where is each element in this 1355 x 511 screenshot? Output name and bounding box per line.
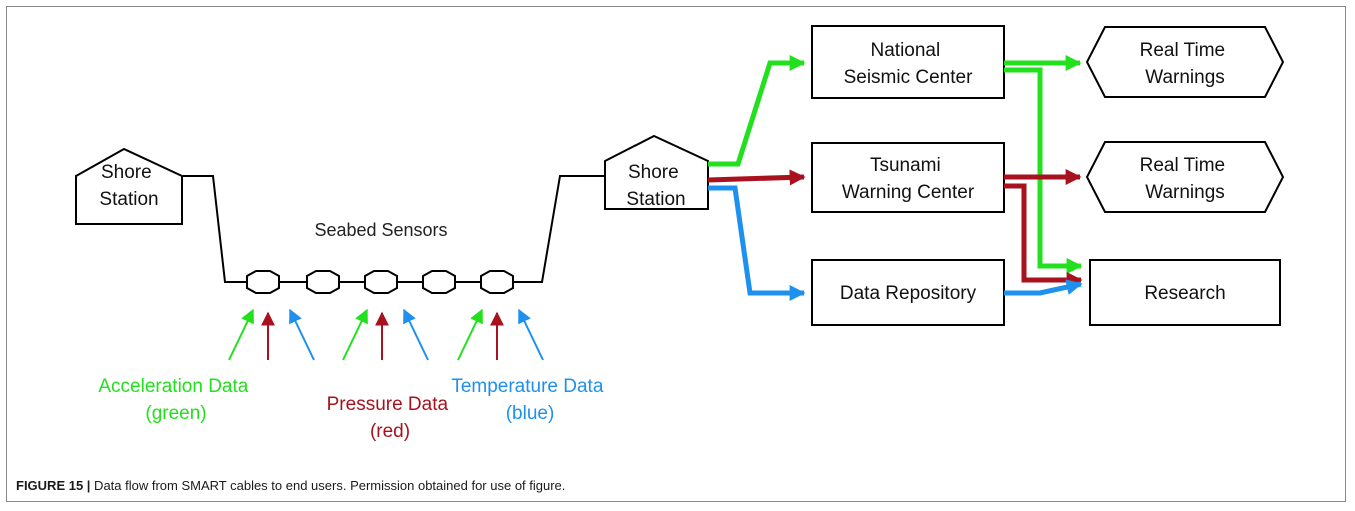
real-time-warnings-1-line1: Real Time [1140, 40, 1226, 61]
flow-shore-to-tsunami [707, 169, 806, 186]
shore-station-right [604, 134, 709, 210]
flow-seismic-to-research [1004, 67, 1083, 275]
legend-acceleration-line1: Acceleration Data [98, 376, 248, 397]
acceleration-arrow [342, 308, 368, 361]
flow-shore-to-seismic [708, 54, 806, 167]
figure-caption-label: FIGURE 15 | [16, 478, 91, 493]
sensor-node [364, 270, 398, 294]
shore-station-left-line1: Shore [101, 162, 152, 183]
temperature-arrow [403, 308, 429, 361]
svg-text:Acceleration Data (green): Acceleration Data (green) [98, 376, 253, 424]
research-box [1089, 259, 1281, 326]
svg-text:Pressure Data (red): Pressure Data (red) [327, 394, 454, 442]
figure-frame [6, 6, 1346, 502]
figure-caption: FIGURE 15 | Data flow from SMART cables … [16, 478, 565, 493]
national-seismic-center-box [811, 25, 1005, 99]
tsunami-warning-center-line2: Warning Center [842, 182, 975, 203]
national-seismic-center-line1: National [871, 40, 941, 61]
sensor-node [480, 270, 514, 294]
sensor-node [246, 270, 280, 294]
legend-pressure-line2: (red) [370, 421, 410, 442]
svg-text:Temperature Data (blue): Temperature Data (blue) [451, 376, 608, 424]
sensor-node [422, 270, 456, 294]
data-repository-label: Data Repository [840, 283, 977, 304]
flow-repository-to-research [1004, 279, 1083, 296]
acceleration-arrow [228, 308, 254, 361]
real-time-warnings-hexagon-1 [1085, 26, 1285, 98]
tsunami-warning-center-line1: Tsunami [870, 155, 941, 176]
legend-pressure-line1: Pressure Data [327, 394, 449, 415]
shore-station-left-line2: Station [99, 189, 158, 210]
flow-tsunami-to-research [1004, 183, 1083, 289]
flow-shore-to-repository [708, 185, 806, 302]
real-time-warnings-2-line1: Real Time [1140, 155, 1226, 176]
real-time-warnings-hexagon-2 [1085, 141, 1285, 213]
sensor-node [306, 270, 340, 294]
real-time-warnings-2-line2: Warnings [1145, 182, 1225, 203]
sensor-input-arrows [228, 308, 544, 361]
sensor-node-group [246, 270, 514, 294]
seabed-sensors-label: Seabed Sensors [314, 220, 447, 240]
flow-arrows [707, 54, 1083, 302]
svg-text:Shore Station: Shore Station [99, 162, 158, 210]
shore-station-right-line1: Shore [628, 162, 679, 183]
figure-caption-text: Data flow from SMART cables to end users… [90, 478, 566, 493]
national-seismic-center-line2: Seismic Center [844, 67, 973, 88]
shore-station-left [75, 147, 183, 225]
legend-temperature-line2: (blue) [506, 403, 555, 424]
research-label: Research [1144, 283, 1225, 304]
svg-text:Shore Station: Shore Station [626, 162, 685, 210]
tsunami-warning-center-box [811, 142, 1005, 213]
temperature-arrow [289, 308, 315, 361]
shore-station-right-line2: Station [626, 189, 685, 210]
legend-temperature-line1: Temperature Data [451, 376, 604, 397]
real-time-warnings-1-line2: Warnings [1145, 67, 1225, 88]
svg-text:Tsunami Warning Center: Tsunami Warning Center [842, 155, 975, 203]
svg-text:National Seismic Center: National Seismic Center [844, 40, 973, 88]
svg-text:Real Time Warnings: Real Time Warnings [1140, 40, 1231, 88]
legend-acceleration-line2: (green) [145, 403, 206, 424]
acceleration-arrow [457, 308, 483, 361]
temperature-arrow [518, 308, 544, 361]
svg-text:Real Time Warnings: Real Time Warnings [1140, 155, 1231, 203]
